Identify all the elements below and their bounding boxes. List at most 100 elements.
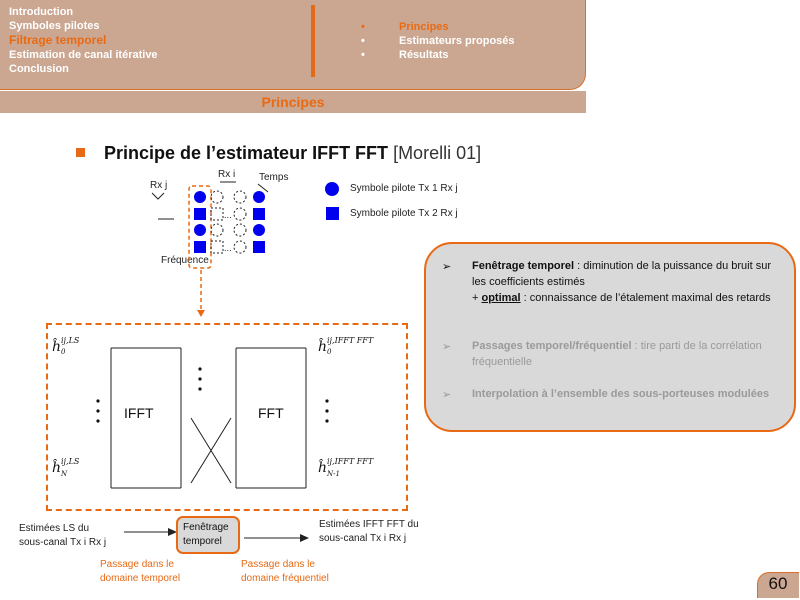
fen-line1: Fenêtrage <box>183 522 229 533</box>
label-rx-j: Rx j <box>150 180 168 191</box>
label-frequence: Fréquence <box>161 255 209 266</box>
nav-item-symboles-pilotes[interactable]: Symboles pilotes <box>9 20 100 32</box>
pass-t1: Passage dans le <box>100 559 174 570</box>
pilot-square <box>194 241 206 253</box>
empty-slot <box>210 190 224 204</box>
ifft-line1: Estimées IFFT FFT du <box>319 519 419 530</box>
arrow-bullet-icon: ➢ <box>442 341 452 353</box>
empty-slot <box>210 223 224 237</box>
output-bottom-sub: N-1 <box>326 470 340 478</box>
callout-bold: Passages temporel/fréquentiel <box>472 340 632 352</box>
arrow-bullet-icon: ➢ <box>442 389 452 401</box>
output-top-sub: 0 <box>327 348 332 356</box>
section-bar <box>0 91 586 113</box>
input-bottom-symbol: ĥ <box>52 458 61 476</box>
ls-line1: Estimées LS du <box>19 523 90 534</box>
pilot-square <box>194 208 206 220</box>
title-reference: [Morelli 01] <box>393 143 482 163</box>
ellipsis-dot <box>96 419 100 423</box>
fft-label: FFT <box>258 405 284 421</box>
nav-sub-estimateurs[interactable]: •Estimateurs proposés <box>361 35 515 47</box>
empty-slot <box>233 240 247 254</box>
header-divider <box>311 5 315 77</box>
input-bottom-sub: N <box>60 470 68 478</box>
empty-slot <box>233 207 247 221</box>
callout-bold: Interpolation à l’ensemble des sous-port… <box>472 388 770 400</box>
legend-circle-label: Symbole pilote Tx 1 Rx j <box>350 183 458 194</box>
callout-bold: Fenêtrage temporel <box>472 260 575 272</box>
empty-slot <box>233 223 247 237</box>
passage-temporel-note: Passage dans le domaine temporel <box>100 558 180 586</box>
output-top-sup: ij,IFFT FFT <box>327 336 374 345</box>
fenetrage-temporel-box: Fenêtrage temporel <box>176 516 240 554</box>
ellipsis-dot <box>325 409 329 413</box>
ifft-line2: sous-canal Tx i Rx j <box>319 533 407 544</box>
bullet: • <box>361 35 365 47</box>
ellipsis-dot <box>325 419 329 423</box>
output-bottom-sup: ij,IFFT FFT <box>327 457 374 466</box>
title-bullet <box>76 148 85 157</box>
pilot-circle <box>253 224 265 236</box>
pilot-square <box>253 241 265 253</box>
nav-sub-label: Principes <box>399 21 449 33</box>
pass-f2: domaine fréquentiel <box>241 573 329 584</box>
ellipsis-dot <box>96 399 100 403</box>
grid-ellipsis: ... <box>224 244 232 253</box>
rx-j-chevron <box>151 192 165 200</box>
legend-symbols <box>325 182 339 220</box>
ifft-fft-estimates-label: Estimées IFFT FFT du sous-canal Tx i Rx j <box>319 518 419 546</box>
callout-text: : connaissance de l’étalement maximal de… <box>520 292 771 304</box>
callout-item-passages: Passages temporel/fréquentiel : tire par… <box>472 338 788 370</box>
ellipsis-dot <box>325 399 329 403</box>
page-number-box <box>757 572 799 598</box>
callout-item-interpolation: Interpolation à l’ensemble des sous-port… <box>472 386 788 402</box>
nav-item-introduction[interactable]: Introduction <box>9 6 74 18</box>
output-bottom-symbol: ĥ <box>318 458 327 476</box>
selected-column-frame <box>188 185 212 269</box>
arrow-to-fenetrage <box>124 528 177 536</box>
ifft-label: IFFT <box>124 405 154 421</box>
ellipsis-dot <box>198 367 202 371</box>
section-title: Principes <box>261 94 325 110</box>
header-bar <box>0 0 586 90</box>
callout-box: ➢ Fenêtrage temporel : diminution de la … <box>424 242 796 432</box>
callout-text: : diminution de la puissance du bruit su… <box>472 260 771 288</box>
callout-plus: + <box>472 292 482 304</box>
temps-leader <box>257 183 269 193</box>
empty-slot <box>210 240 224 254</box>
output-top-symbol: ĥ <box>318 337 327 355</box>
nav-sub-resultats[interactable]: • Résultats <box>361 49 449 61</box>
legend-square-label: Symbole pilote Tx 2 Rx j <box>350 208 458 219</box>
nav-item-conclusion[interactable]: Conclusion <box>9 63 69 75</box>
nav-sub-label: Résultats <box>399 49 449 61</box>
ls-estimates-label: Estimées LS du sous-canal Tx i Rx j <box>19 522 106 550</box>
empty-slot <box>233 190 247 204</box>
nav-item-estimation-iterative[interactable]: Estimation de canal itérative <box>9 49 158 61</box>
empty-slot <box>210 207 224 221</box>
bullet: • <box>361 21 365 33</box>
ls-line2: sous-canal Tx i Rx j <box>19 537 107 548</box>
nav-sub-principes[interactable]: • Principes <box>361 21 449 33</box>
label-rx-i: Rx i <box>218 169 236 180</box>
bullet: • <box>361 49 365 61</box>
ellipsis-dot <box>198 387 202 391</box>
pass-f1: Passage dans le <box>241 559 315 570</box>
page-number: 60 <box>768 574 788 593</box>
arrow-bullet-icon: ➢ <box>442 261 452 273</box>
pass-t2: domaine temporel <box>100 573 181 584</box>
grid-ellipsis: ... <box>224 211 232 220</box>
callout-text: : tire parti de la corrélation fréquenti… <box>472 340 762 368</box>
nav-item-filtrage-temporel[interactable]: Filtrage temporel <box>9 33 107 47</box>
fen-line2: temporel <box>183 536 222 547</box>
pilot-circle <box>194 191 206 203</box>
callout-optimal: optimal <box>481 292 521 304</box>
input-bottom-sup: ij,LS <box>61 457 80 466</box>
title-main: Principe de l’estimateur IFFT FFT <box>104 143 389 163</box>
pilot-square <box>253 208 265 220</box>
label-temps: Temps <box>259 172 289 183</box>
input-top-sup: ij,LS <box>61 336 80 345</box>
cross-line <box>190 417 232 484</box>
ifft-fft-diagram-frame <box>46 323 408 511</box>
slide-title: Principe de l’estimateur IFFT FFT [Morel… <box>104 143 481 164</box>
arrow-to-ifft-estimates <box>244 534 309 542</box>
